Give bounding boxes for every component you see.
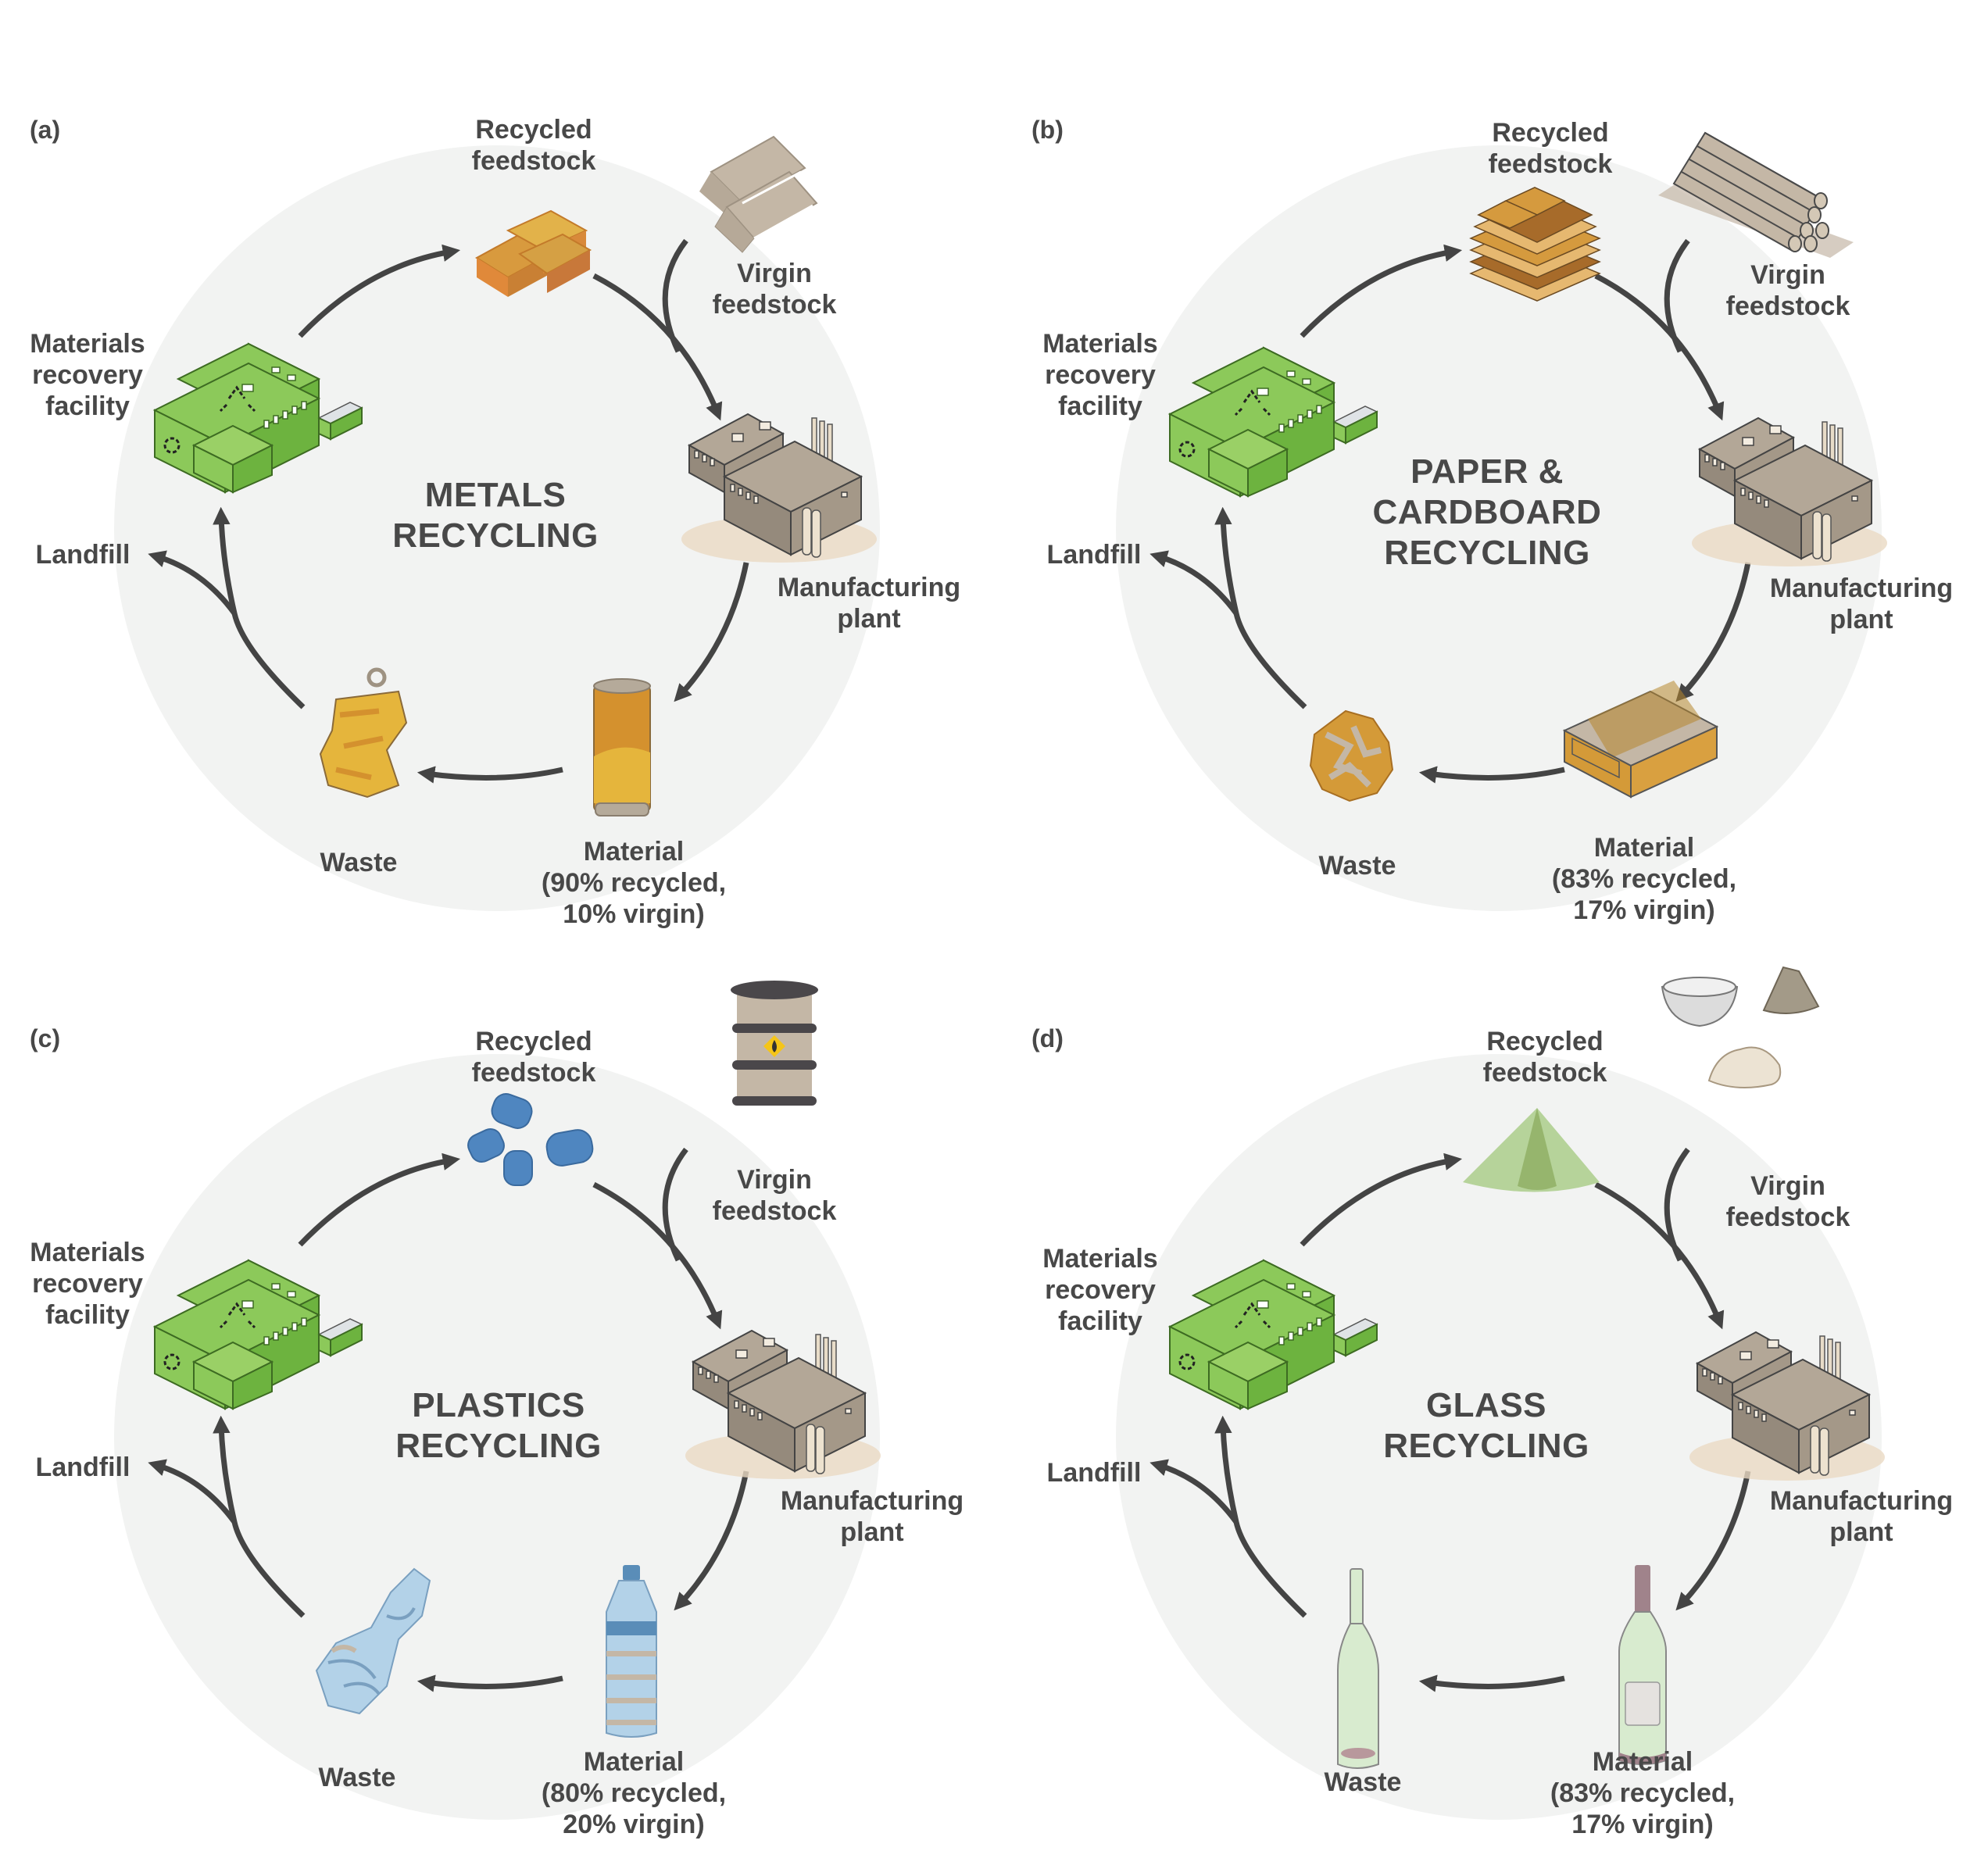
panel-label: (d) — [1031, 1024, 1064, 1052]
panel-label: (a) — [30, 116, 61, 144]
recycled-feedstock-label: Recycled feedstock — [471, 1027, 596, 1088]
waste-label: Waste — [320, 848, 398, 877]
landfill-label: Landfill — [1046, 540, 1142, 570]
waste-label: Waste — [318, 1763, 396, 1792]
plastic-pellets-icon — [467, 1093, 594, 1186]
log-pile-icon — [1658, 131, 1854, 258]
cardboard-box-icon — [1562, 681, 1719, 799]
landfill-label: Landfill — [35, 1453, 130, 1482]
manufacturing-plant-label: Manufacturing plant — [1769, 574, 1954, 634]
empty-glass-bottle-icon — [1337, 1568, 1379, 1769]
oil-barrel-icon — [731, 981, 818, 1106]
cycle-diagram — [114, 135, 880, 911]
panel-title: PAPER & CARDBOARD RECYCLING — [1372, 452, 1602, 572]
material-label: Material (83% recycled, 17% virgin) — [1550, 1747, 1736, 1839]
panel-metals: (a) Recycled feedstock Virgin feedstock … — [0, 0, 985, 938]
recycled-feedstock-label: Recycled feedstock — [1482, 1027, 1607, 1088]
wine-bottle-icon — [1618, 1565, 1667, 1765]
panel-plastics: (c) Recycled feedstock Virgin feedstock … — [0, 909, 985, 1846]
panel-label: (c) — [30, 1024, 61, 1052]
crushed-bottle-icon — [315, 1567, 431, 1715]
crushed-can-icon — [319, 667, 408, 799]
recycled-feedstock-label: Recycled feedstock — [1488, 118, 1613, 179]
cycle-diagram — [1116, 131, 1888, 911]
sand-soda-limestone-icon — [1661, 966, 1820, 1088]
manufacturing-plant-label: Manufacturing plant — [1769, 1486, 1954, 1547]
cycle-diagram — [114, 981, 881, 1820]
mrf-label: Materials recovery facility — [1042, 329, 1158, 421]
panel-title: PLASTICS RECYCLING — [395, 1386, 602, 1465]
manufacturing-plant-label: Manufacturing plant — [780, 1486, 964, 1547]
virgin-feedstock-label: Virgin feedstock — [1725, 260, 1850, 321]
waste-label: Waste — [1324, 1767, 1402, 1797]
waste-label: Waste — [1318, 851, 1396, 881]
panel-title: METALS RECYCLING — [392, 476, 599, 555]
panel-paper-cardboard: (b) Recycled feedstock Virgin feedstock … — [1002, 0, 1970, 938]
mrf-label: Materials recovery facility — [1042, 1244, 1158, 1336]
virgin-feedstock-label: Virgin feedstock — [712, 1165, 837, 1226]
cardboard-bale-icon — [1469, 187, 1601, 302]
virgin-feedstock-label: Virgin feedstock — [712, 259, 837, 320]
gold-metal-ingots-icon — [475, 209, 592, 297]
manufacturing-plant-label: Manufacturing plant — [777, 573, 961, 634]
virgin-feedstock-label: Virgin feedstock — [1725, 1171, 1850, 1232]
material-label: Material (80% recycled, 20% virgin) — [541, 1747, 727, 1839]
mrf-label: Materials recovery facility — [30, 329, 145, 421]
material-label: Material (90% recycled, 10% virgin) — [541, 837, 727, 929]
mrf-label: Materials recovery facility — [30, 1238, 145, 1330]
material-label: Material (83% recycled, 17% virgin) — [1551, 833, 1737, 925]
cycle-diagram — [1116, 966, 1886, 1820]
panel-label: (b) — [1031, 116, 1064, 144]
panel-title: GLASS RECYCLING — [1383, 1386, 1589, 1465]
aluminium-can-icon — [593, 678, 651, 817]
landfill-label: Landfill — [1046, 1458, 1142, 1488]
plastic-bottle-icon — [606, 1565, 657, 1738]
landfill-label: Landfill — [35, 540, 130, 570]
crushed-glass-cullet-pile-icon — [1463, 1108, 1600, 1192]
recycled-feedstock-label: Recycled feedstock — [471, 115, 596, 176]
panel-glass: (d) Recycled feedstock Virgin feedstock … — [1002, 909, 1970, 1846]
grey-metal-ingots-icon — [699, 135, 818, 253]
crumpled-paper-icon — [1309, 709, 1394, 802]
